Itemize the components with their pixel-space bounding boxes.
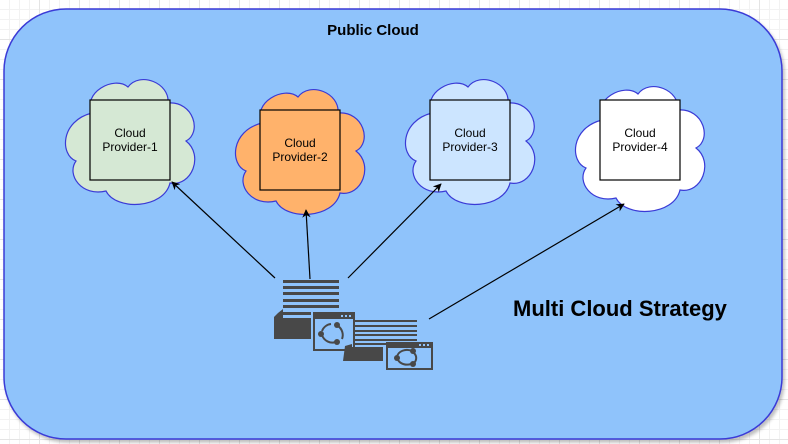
cloud-provider-3[interactable] — [404, 78, 536, 205]
edge-to-provider-1[interactable] — [171, 181, 276, 279]
cloud-provider-4[interactable] — [574, 85, 706, 212]
edge-to-provider-4[interactable] — [428, 203, 625, 320]
provider-box[interactable] — [599, 99, 681, 181]
edge-to-provider-2[interactable] — [302, 209, 311, 280]
provider-4-line1: Cloud — [624, 126, 656, 140]
provider-3-line2: Provider-3 — [442, 140, 498, 154]
public-cloud-title: Public Cloud — [327, 22, 419, 39]
provider-3-line1: Cloud — [454, 126, 486, 140]
multi-cloud-strategy-caption: Multi Cloud Strategy — [513, 296, 727, 321]
public-cloud-container[interactable] — [3, 8, 783, 440]
cloud-provider-2[interactable] — [234, 88, 366, 215]
provider-1-line2: Provider-1 — [102, 140, 158, 154]
provider-2-line2: Provider-2 — [272, 150, 328, 164]
provider-box[interactable] — [429, 99, 511, 181]
edge-to-provider-3[interactable] — [347, 183, 442, 279]
multi-server-application-icon[interactable] — [274, 280, 433, 370]
provider-2-line1: Cloud — [284, 136, 316, 150]
cloud-provider-1[interactable] — [64, 78, 196, 205]
provider-4-line2: Provider-4 — [612, 140, 668, 154]
provider-box[interactable] — [89, 99, 171, 181]
provider-box[interactable] — [259, 109, 341, 191]
provider-1-line1: Cloud — [114, 126, 146, 140]
